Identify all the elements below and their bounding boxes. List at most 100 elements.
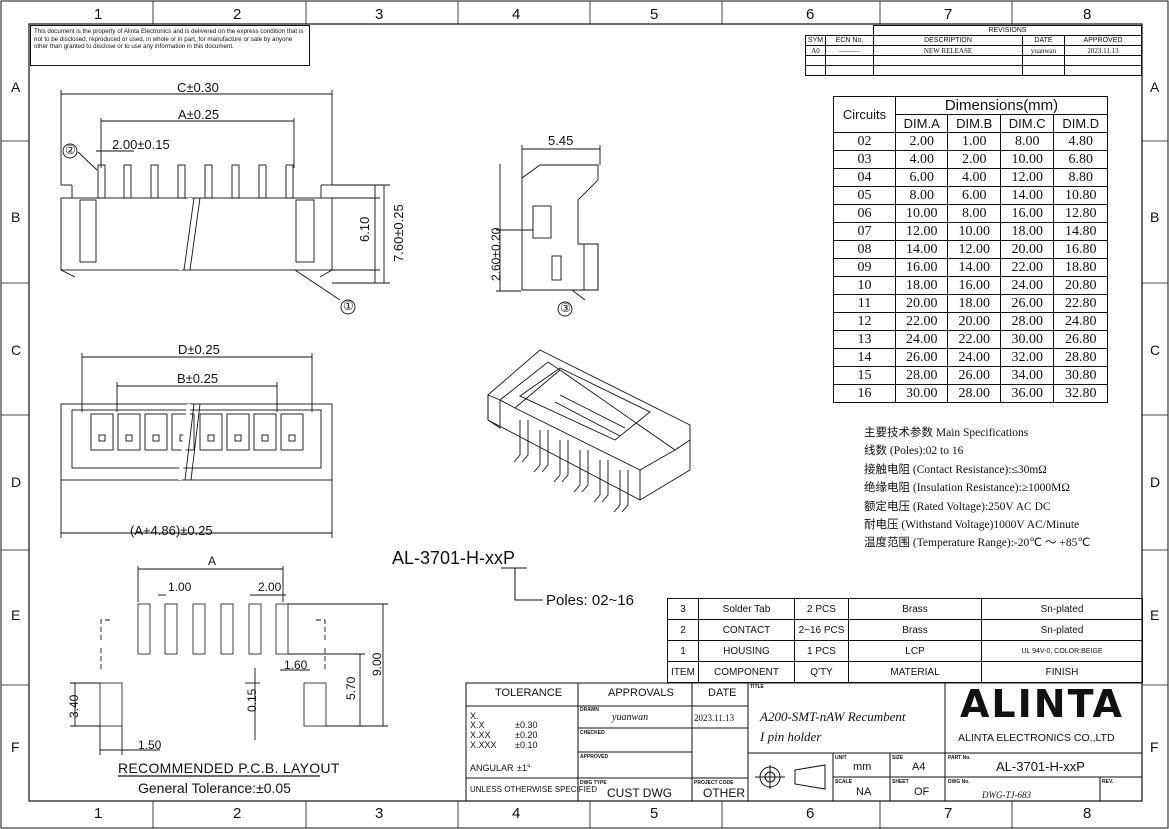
dimension-cell: 6.00 — [947, 186, 1001, 205]
bom-cell: Brass — [848, 619, 982, 641]
bom-cell: HOUSING — [698, 640, 795, 662]
dimension-cell: 18.80 — [1053, 258, 1108, 277]
dimension-cell: 20.00 — [947, 312, 1001, 331]
column-label: 8 — [1083, 6, 1092, 23]
dimension-cell: 20.00 — [999, 240, 1055, 259]
dimension-cell: 12.00 — [999, 168, 1055, 187]
dimension-cell: 2.00 — [894, 132, 949, 151]
size-value: A4 — [912, 761, 926, 773]
dimension-cell: 18.00 — [999, 222, 1055, 241]
approvals-header: APPROVALS — [608, 687, 674, 699]
dimension-cell: 14.00 — [947, 258, 1001, 277]
dimension-cell: 26.80 — [1053, 330, 1108, 349]
overall-width-label: (A+4.86)±0.25 — [130, 523, 213, 538]
pcb-dim-900: 9.00 — [370, 652, 384, 676]
column-label: 6 — [806, 6, 815, 23]
rev-cell: A0 — [805, 45, 826, 56]
column-label: 2 — [233, 805, 242, 822]
circuit-count-cell: 03 — [833, 150, 896, 169]
dimension-cell: 28.80 — [1053, 348, 1108, 367]
column-label: 1 — [94, 805, 103, 822]
dimension-cell: 8.00 — [894, 186, 949, 205]
iso-pins — [513, 420, 629, 513]
title-block-frame — [465, 682, 1143, 802]
column-label: 3 — [375, 6, 384, 23]
sheet-label: SHEET — [892, 779, 909, 785]
circuit-count-cell: 12 — [833, 312, 896, 331]
dimension-cell: 22.00 — [894, 312, 949, 331]
bom-cell: 2 — [667, 619, 699, 641]
row-label: F — [1150, 739, 1159, 755]
bom-cell: 1 — [667, 640, 699, 662]
bom-cell: CONTACT — [698, 619, 795, 641]
confidentiality-notice: This document is the property of Alinta … — [30, 25, 310, 66]
dims-col-header: DIM.D — [1053, 114, 1108, 133]
dimension-cell: 32.00 — [999, 348, 1055, 367]
rev-cell: 2023.11.13 — [1064, 45, 1142, 56]
row-label: A — [11, 79, 21, 95]
row-label: E — [1150, 607, 1160, 623]
dimension-cell: 10.00 — [894, 204, 949, 223]
bom-cell: 3 — [667, 598, 699, 620]
circuit-count-cell: 13 — [833, 330, 896, 349]
drawn-label: DRAWN — [580, 707, 599, 713]
circuit-count-cell: 07 — [833, 222, 896, 241]
scale-value: NA — [856, 786, 872, 798]
row-label: B — [11, 209, 21, 225]
dim-a-label: A±0.25 — [178, 107, 220, 122]
date-header: DATE — [708, 687, 737, 699]
dimension-cell: 22.80 — [1053, 294, 1108, 313]
row-label: D — [1150, 474, 1161, 490]
part-no-label: PART No. — [948, 755, 971, 761]
dimension-cell: 24.00 — [894, 330, 949, 349]
dimension-cell: 30.00 — [999, 330, 1055, 349]
height-260-label: 2.60±0.20 — [489, 227, 503, 281]
part-number-label: AL-3701-H-xxP — [392, 548, 516, 568]
column-label: 5 — [650, 6, 659, 23]
dimension-cell: 6.80 — [1053, 150, 1108, 169]
dimension-cell: 8.00 — [999, 132, 1055, 151]
bill-of-materials: 3 Solder Tab 2 PCS Brass Sn-plated 2 CON… — [667, 598, 1143, 683]
bom-cell: Brass — [848, 598, 982, 620]
dimension-cell: 16.00 — [894, 258, 949, 277]
rev-label: REV. — [1102, 779, 1114, 785]
bom-header: MATERIAL — [848, 661, 982, 683]
top-view — [60, 353, 333, 538]
main-specifications: 主要技术参数 Main Specifications 线数 (Poles):02… — [864, 424, 1090, 553]
side-view — [60, 90, 390, 315]
column-label: 2 — [233, 6, 242, 23]
circuit-count-cell: 15 — [833, 366, 896, 385]
height-610-label: 6.10 — [357, 216, 372, 242]
dimension-cell: 10.00 — [999, 150, 1055, 169]
angular-label: ANGULAR — [470, 763, 514, 773]
tol-row: X.XX — [470, 730, 491, 740]
contact-pins — [97, 164, 294, 199]
dwg-type-value: CUST DWG — [607, 786, 673, 800]
size-label: SIZE — [892, 755, 904, 761]
dimension-cell: 28.00 — [894, 366, 949, 385]
dimension-cell: 2.00 — [947, 150, 1001, 169]
bom-cell: LCP — [848, 640, 982, 662]
dimension-cell: 28.00 — [947, 384, 1001, 403]
dimension-cell: 4.80 — [1053, 132, 1108, 151]
dimension-cell: 4.00 — [947, 168, 1001, 187]
end-view — [496, 145, 601, 317]
dimension-cell: 36.00 — [999, 384, 1055, 403]
project-code-label: PROJECT CODE — [694, 780, 734, 786]
title-label: TITLE — [750, 684, 764, 690]
dimensions-header: Dimensions(mm) — [895, 96, 1108, 115]
row-label: C — [1150, 342, 1161, 358]
tol-row-value: ±0.20 — [515, 730, 538, 740]
dimension-cell: 18.00 — [947, 294, 1001, 313]
pcb-dim-340: 3.40 — [67, 694, 81, 718]
dims-col-header: DIM.A — [894, 114, 949, 133]
